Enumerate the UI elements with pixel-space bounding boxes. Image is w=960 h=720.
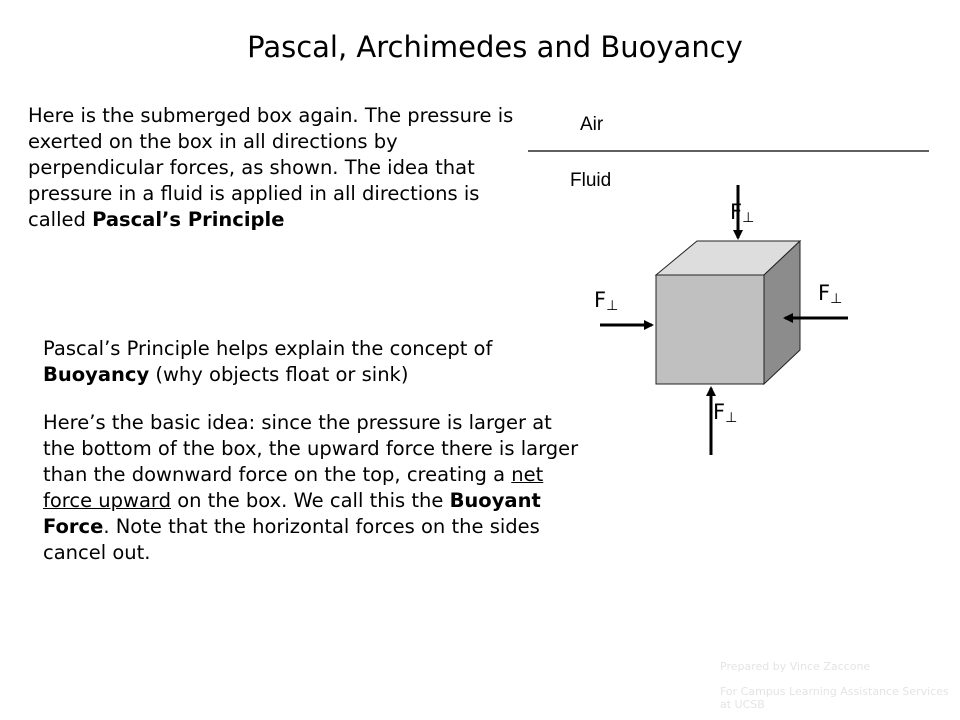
box-front-face [655, 274, 765, 385]
intro-text: Here is the submerged box again. The pre… [28, 104, 514, 231]
basic-idea-text-3: . Note that the horizontal forces on the… [43, 515, 540, 564]
pascal-principle-term: Pascal’s Principle [92, 208, 285, 231]
force-label-bottom: F⊥ [713, 400, 738, 426]
buoyant-force-term: Buoyant Force [43, 489, 541, 538]
footer-credit-author: Prepared by Vince Zaccone [720, 660, 871, 673]
fluid-label: Fluid [570, 170, 612, 191]
buoyancy-intro-paragraph: Pascal’s Principle helps explain the con… [43, 336, 583, 388]
buoyancy-intro-text-after: (why objects float or sink) [149, 363, 409, 386]
intro-paragraph: Here is the submerged box again. The pre… [28, 103, 528, 233]
buoyancy-term: Buoyancy [43, 363, 150, 386]
force-label-top: F⊥ [730, 200, 755, 226]
buoyancy-intro-text-before: Pascal’s Principle helps explain the con… [43, 337, 493, 360]
basic-idea-text-1: Here’s the basic idea: since the pressur… [43, 411, 579, 486]
air-label: Air [580, 114, 604, 135]
basic-idea-paragraph: Here’s the basic idea: since the pressur… [43, 410, 583, 566]
force-label-right: F⊥ [818, 281, 843, 307]
force-label-left: F⊥ [594, 288, 619, 314]
footer-credit-organization: For Campus Learning Assistance Services … [720, 685, 949, 711]
net-force-upward-phrase: net force upward [43, 463, 544, 512]
slide-title: Pascal, Archimedes and Buoyancy [247, 30, 743, 64]
basic-idea-text-2: on the box. We call this the [171, 489, 450, 512]
